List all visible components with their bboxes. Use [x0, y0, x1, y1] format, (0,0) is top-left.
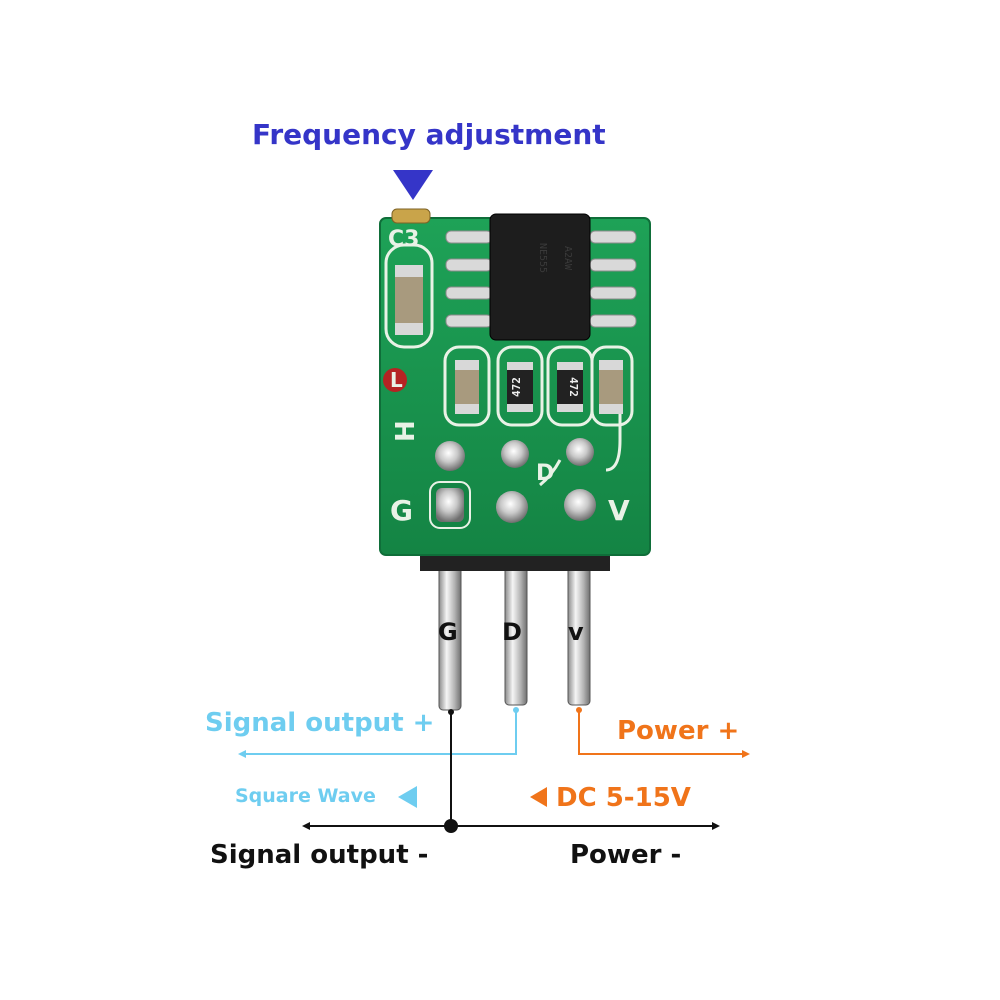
solder-pad	[496, 491, 528, 523]
led	[383, 368, 407, 392]
solder-pad	[501, 440, 529, 468]
silk-d: D	[536, 461, 554, 486]
silk-v: V	[608, 494, 630, 527]
pin-spacer	[420, 553, 610, 571]
signal-output-minus-label: Signal output -	[210, 840, 429, 870]
arrow-power-plus	[742, 750, 750, 758]
triangle-left-icon	[530, 787, 547, 807]
solder-pad	[564, 489, 596, 521]
pin-v-label: v	[568, 618, 584, 646]
chip-label-line2: A2AW	[562, 246, 573, 271]
chip-leads	[445, 230, 637, 328]
trimmer-potentiometer	[391, 208, 431, 224]
wiring	[238, 707, 750, 833]
square-wave-label: Square Wave	[235, 785, 376, 807]
solder-pad	[435, 441, 465, 471]
smd-resistor	[557, 362, 583, 412]
frequency-adjustment-label: Frequency adjustment	[252, 118, 606, 151]
triangle-down-icon	[393, 170, 433, 200]
silk-c3: C3	[388, 227, 419, 252]
silk-l: L	[390, 368, 403, 392]
signal-output-plus-label: Signal output +	[205, 708, 435, 738]
smd-capacitor	[395, 265, 423, 335]
ground-junction	[444, 819, 458, 833]
power-plus-wire	[578, 708, 742, 755]
silk-h: H	[391, 420, 421, 442]
solder-pad	[566, 438, 594, 466]
power-minus-label: Power -	[570, 840, 682, 870]
pin-headers	[420, 553, 610, 711]
signal-plus-wire	[246, 708, 517, 755]
arrow-ground-right	[712, 822, 720, 830]
arrow-signal-plus	[238, 750, 246, 758]
triangle-left-icon	[398, 786, 417, 808]
dc-voltage-label: DC 5-15V	[556, 783, 691, 813]
pin-g-label: G	[438, 618, 458, 646]
smd-capacitor	[599, 360, 623, 414]
chip-label-line1: NE555	[537, 243, 548, 273]
resistor-left-code: 472	[510, 377, 523, 397]
pcb-board: NE555 A2AW 472 472 C3 L	[379, 208, 651, 556]
arrow-ground-left	[302, 822, 310, 830]
pin-d-label: D	[502, 618, 522, 646]
solder-pad	[436, 488, 464, 522]
silk-g: G	[390, 494, 413, 527]
smd-capacitor	[455, 360, 479, 414]
power-plus-label: Power +	[617, 716, 740, 746]
resistor-right-code: 472	[567, 377, 580, 397]
ne555-chip	[489, 213, 591, 341]
smd-resistor	[507, 362, 533, 412]
